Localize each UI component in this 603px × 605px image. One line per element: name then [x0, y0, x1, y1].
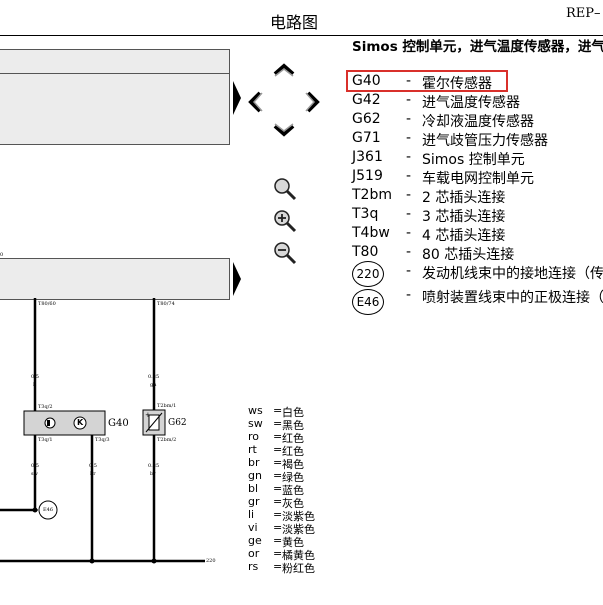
legend-desc: 进气歧管压力传感器 — [422, 133, 548, 149]
schematic-panel-j361 — [0, 258, 230, 300]
legend-code: G71 — [352, 130, 381, 146]
e46-ref-label: E46 — [43, 507, 54, 513]
header-divider — [0, 35, 603, 36]
legend-desc: 霍尔传感器 — [422, 76, 492, 92]
color-name: 白色 — [282, 406, 304, 419]
legend-desc: 车载电网控制单元 — [422, 171, 534, 187]
previous-section-arrow-icon[interactable] — [233, 81, 241, 115]
color-code: ro — [248, 430, 260, 443]
color-name: 淡紫色 — [282, 523, 315, 536]
color-name: 黄色 — [282, 536, 304, 549]
wire-size-label: 0.5 — [31, 374, 39, 380]
g62-plus-mark: + — [145, 411, 151, 419]
pin-label: T80/74 — [157, 301, 175, 307]
next-section-arrow-icon[interactable] — [233, 262, 241, 296]
legend-code: G42 — [352, 92, 381, 108]
variable-resistor-icon — [145, 412, 163, 433]
legend-desc: 4 芯插头连接 — [422, 228, 506, 244]
color-code: bl — [248, 482, 259, 495]
pan-up-icon[interactable] — [273, 63, 295, 76]
schematic-panel-top — [0, 49, 230, 74]
pin-label: T3q/2 — [38, 404, 53, 410]
legend-code-circle: 220 — [352, 261, 384, 287]
wire-color-label: sw — [31, 471, 38, 477]
color-name: 粉红色 — [282, 562, 315, 575]
color-code: br — [248, 456, 260, 469]
k-symbol-icon — [73, 416, 87, 430]
legend-code: T80 — [352, 244, 379, 260]
g62-label: G62 — [168, 418, 187, 428]
page-title: 电路图 — [270, 13, 319, 32]
color-code: gn — [248, 469, 262, 482]
schematic-left-mark: 0 — [0, 252, 4, 258]
wire-size-label: 0.5 — [89, 463, 97, 469]
wire-size-label: 0.35 — [148, 463, 160, 469]
color-code: gr — [248, 495, 260, 508]
g40-highlight-box — [346, 70, 508, 92]
pin-label: T3q/1 — [38, 437, 53, 443]
color-name: 灰色 — [282, 497, 304, 510]
g40-label: G40 — [108, 418, 129, 429]
pan-right-icon[interactable] — [306, 91, 320, 113]
legend-code-circle: E46 — [352, 289, 384, 315]
color-name: 褐色 — [282, 458, 304, 471]
legend-code: T2bm — [352, 187, 392, 203]
legend-desc: 冷却液温度传感器 — [422, 114, 534, 130]
legend-code: T4bw — [352, 225, 390, 241]
color-name: 橘黄色 — [282, 549, 315, 562]
wire-color-label: li — [33, 382, 37, 388]
color-code: sw — [248, 417, 263, 430]
color-code: li — [248, 508, 255, 521]
legend-desc: 80 芯插头连接 — [422, 247, 515, 263]
pan-left-icon[interactable] — [248, 91, 262, 113]
color-code: ws — [248, 404, 263, 417]
color-name: 红色 — [282, 445, 304, 458]
color-name: 淡紫色 — [282, 510, 315, 523]
wire-color-label: br — [150, 471, 156, 477]
document-ref: REP– — [566, 6, 601, 21]
pin-label: T3q/3 — [95, 437, 110, 443]
legend-code: J361 — [352, 149, 383, 165]
legend-code: G40 — [352, 73, 381, 89]
e46-ref-circle — [38, 500, 58, 520]
color-code: rt — [248, 443, 257, 456]
color-name: 绿色 — [282, 471, 304, 484]
wire-color-label: br — [90, 471, 96, 477]
ground-220-label: 220 — [206, 558, 216, 564]
legend-desc: 进气温度传感器 — [422, 95, 520, 111]
legend-code: G62 — [352, 111, 381, 127]
g40-hall-sensor — [23, 410, 106, 436]
wire-size-label: 0.35 — [148, 374, 160, 380]
legend-desc: 2 芯插头连接 — [422, 190, 506, 206]
color-code: rs — [248, 560, 259, 573]
pin-label: T80/60 — [38, 301, 56, 307]
legend-code: T3q — [352, 206, 379, 222]
wiring-diagram — [0, 298, 205, 564]
bus-junction — [89, 558, 95, 564]
legend-desc: 发动机线束中的接地连接（传 — [422, 266, 603, 282]
pin-label: T2bm/1 — [157, 403, 177, 409]
legend-desc: Simos 控制单元 — [422, 152, 525, 168]
pan-down-icon[interactable] — [273, 124, 295, 137]
zoom-in-icon[interactable] — [272, 208, 298, 234]
pin-label: T2bm/2 — [157, 437, 177, 443]
zoom-tool-icon[interactable] — [272, 176, 298, 202]
wire-color-label: gn — [150, 382, 157, 388]
color-name: 黑色 — [282, 419, 304, 432]
color-name: 蓝色 — [282, 484, 304, 497]
zoom-out-icon[interactable] — [272, 240, 298, 266]
pan-controls — [248, 63, 320, 137]
color-code: or — [248, 547, 260, 560]
g40-k-label: K — [77, 418, 84, 427]
color-code: ge — [248, 534, 262, 547]
wire-size-label: 0.5 — [31, 463, 39, 469]
legend-title: Simos 控制单元，进气温度传感器，进气歧管压力传感器，冷却液温度传感器 — [352, 39, 603, 55]
legend-code: J519 — [352, 168, 383, 184]
color-code: vi — [248, 521, 258, 534]
legend-desc: 3 芯插头连接 — [422, 209, 506, 225]
schematic-panel-control-unit — [0, 73, 230, 145]
color-name: 红色 — [282, 432, 304, 445]
legend-desc: 喷射装置线束中的正极连接（ — [422, 290, 603, 306]
bus-junction — [151, 558, 157, 564]
